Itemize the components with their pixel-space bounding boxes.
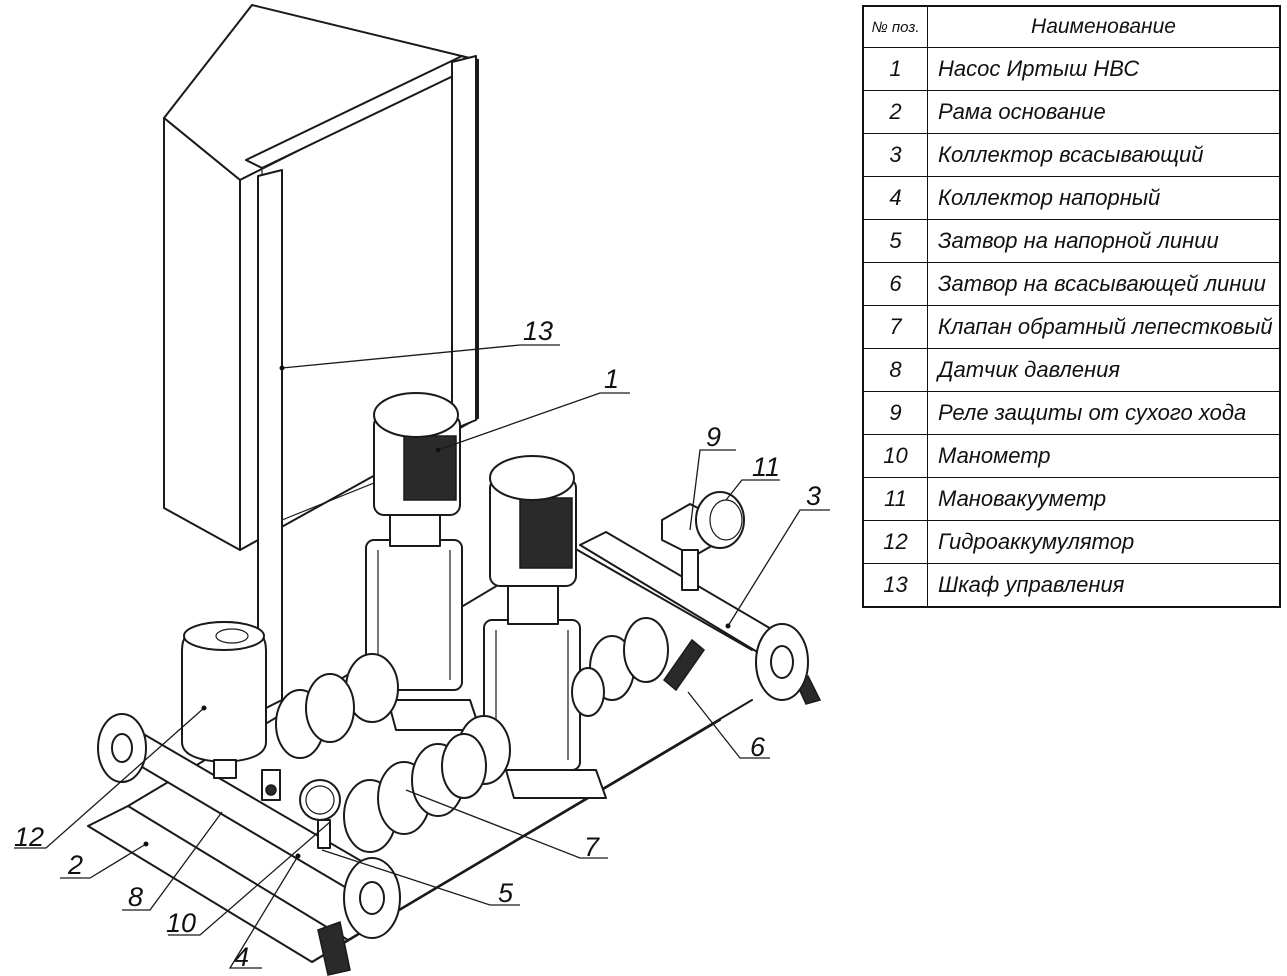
row-name: Затвор на напорной линии bbox=[927, 219, 1281, 263]
manovacuummeter bbox=[695, 491, 745, 549]
pump-rear bbox=[345, 392, 481, 731]
row-number: 1 bbox=[862, 47, 928, 91]
callout-2: 2 bbox=[67, 850, 83, 880]
row-name: Рама основание bbox=[927, 90, 1281, 134]
row-number: 3 bbox=[862, 133, 928, 177]
row-number: 12 bbox=[862, 520, 928, 564]
callout-10: 10 bbox=[166, 908, 196, 938]
callout-4: 4 bbox=[234, 942, 249, 972]
discharge-valves bbox=[275, 673, 487, 853]
suction-valves bbox=[571, 617, 706, 717]
callout-8: 8 bbox=[128, 882, 143, 912]
row-number: 7 bbox=[862, 305, 928, 349]
row-name: Манометр bbox=[927, 434, 1281, 478]
callout-13: 13 bbox=[523, 316, 553, 346]
row-name: Насос Иртыш НВС bbox=[927, 47, 1281, 91]
manometer bbox=[299, 779, 341, 849]
row-number: 11 bbox=[862, 477, 928, 521]
suction-header bbox=[579, 531, 809, 701]
leader-lines bbox=[14, 344, 830, 969]
row-name: Мановакууметр bbox=[927, 477, 1281, 521]
pressure-sensor bbox=[261, 769, 281, 801]
row-name: Датчик давления bbox=[927, 348, 1281, 392]
callout-3: 3 bbox=[806, 481, 821, 511]
callout-5: 5 bbox=[498, 878, 514, 908]
callout-labels: 13 1 9 11 3 6 7 5 4 10 8 2 12 bbox=[14, 316, 821, 972]
row-name: Клапан обратный лепестковый bbox=[927, 305, 1281, 349]
header-name: Наименование bbox=[927, 5, 1281, 48]
callout-6: 6 bbox=[750, 732, 766, 762]
row-number: 5 bbox=[862, 219, 928, 263]
row-name: Затвор на всасывающей линии bbox=[927, 262, 1281, 306]
row-number: 2 bbox=[862, 90, 928, 134]
row-number: 9 bbox=[862, 391, 928, 435]
callout-7: 7 bbox=[584, 832, 600, 862]
row-number: 8 bbox=[862, 348, 928, 392]
row-number: 6 bbox=[862, 262, 928, 306]
discharge-header bbox=[97, 713, 401, 939]
callout-9: 9 bbox=[706, 422, 721, 452]
row-number: 4 bbox=[862, 176, 928, 220]
callout-12: 12 bbox=[14, 822, 44, 852]
row-name: Коллектор всасывающий bbox=[927, 133, 1281, 177]
header-position-number: № поз. bbox=[862, 5, 928, 48]
table-header-row: № поз. Наименование bbox=[862, 5, 1281, 48]
row-name: Шкаф управления bbox=[927, 563, 1281, 608]
row-number: 10 bbox=[862, 434, 928, 478]
hydro-accumulator bbox=[181, 621, 267, 779]
callout-11: 11 bbox=[752, 452, 780, 482]
callout-1: 1 bbox=[604, 364, 619, 394]
row-name: Реле защиты от сухого хода bbox=[927, 391, 1281, 435]
row-number: 13 bbox=[862, 563, 928, 608]
row-name: Коллектор напорный bbox=[927, 176, 1281, 220]
row-name: Гидроаккумулятор bbox=[927, 520, 1281, 564]
